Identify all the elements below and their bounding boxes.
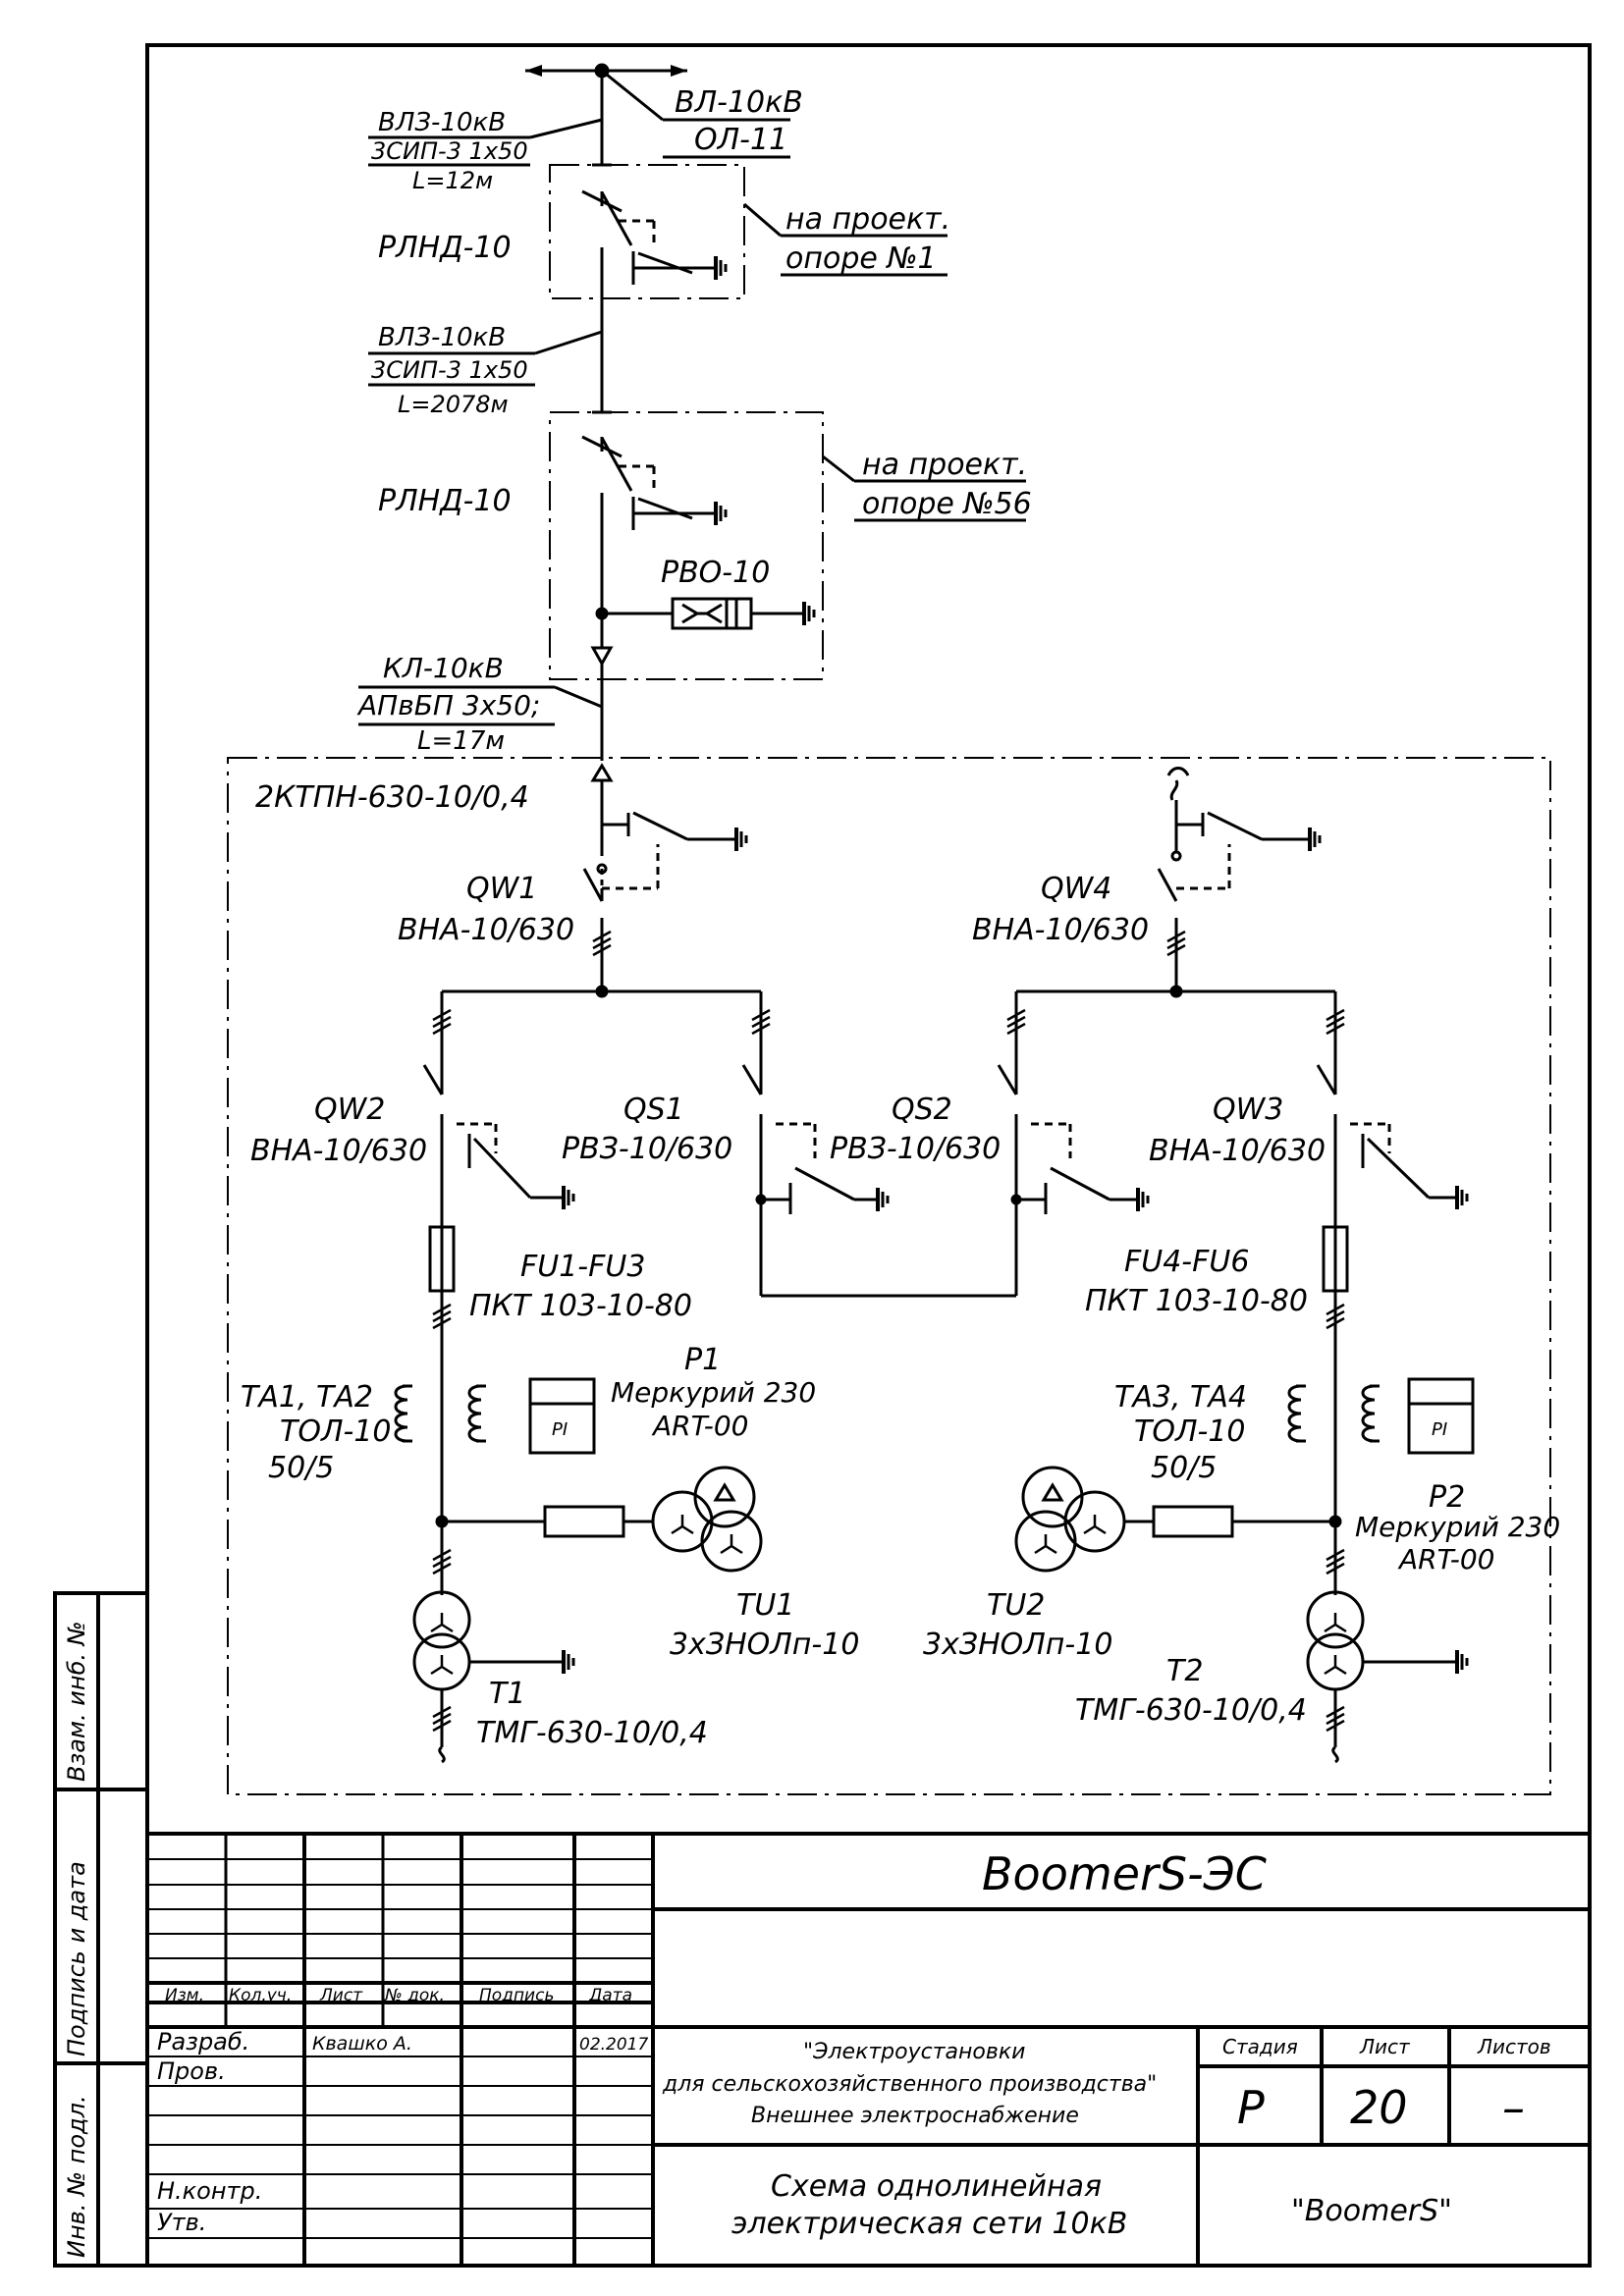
rlnd2-label: РЛНД-10	[378, 484, 512, 518]
p2-type: Меркурий 230	[1355, 1511, 1560, 1543]
note2-line1: на проект.	[862, 448, 1027, 482]
rlnd1-label: РЛНД-10	[378, 231, 512, 265]
qw4-designation: QW4	[1041, 872, 1111, 906]
tu1-type: 3хЗНОЛп-10	[670, 1628, 859, 1662]
t1-designation: T1	[489, 1677, 525, 1711]
ta1-type: ТОЛ-10	[280, 1415, 392, 1449]
qs1-designation: QS1	[623, 1093, 684, 1127]
ta1-ratio: 50/5	[268, 1451, 334, 1485]
side-label-signature: Подпись и дата	[63, 1861, 90, 2056]
qw1-type: ВНА-10/630	[398, 913, 574, 947]
qs2-type: РВЗ-10/630	[830, 1132, 1001, 1166]
note2-line2: опоре №56	[862, 487, 1032, 521]
line-main-type: ВЛ-10кВ	[675, 85, 803, 120]
sheets-value: –	[1502, 2081, 1525, 2134]
organization: "BoomerS"	[1291, 2194, 1452, 2228]
meter1-pi: PI	[552, 1419, 568, 1440]
side-label-inventory: Инв. № подл.	[63, 2095, 90, 2258]
tu2-type: 3хЗНОЛп-10	[923, 1628, 1112, 1662]
drawing-title-line2: электрическая сети 10кВ	[731, 2207, 1127, 2241]
t2-type: ТМГ-630-10/0,4	[1075, 1693, 1307, 1728]
line-main-name: ОЛ-11	[694, 123, 787, 157]
qs1-type: РВЗ-10/630	[562, 1132, 732, 1166]
p1-type: Меркурий 230	[611, 1376, 816, 1409]
qs2-designation: QS2	[892, 1093, 952, 1127]
p1-model: ART-00	[651, 1410, 748, 1442]
substation-boundary	[227, 757, 1551, 1795]
developer-date: 02.2017	[579, 2035, 648, 2055]
qw2-type: ВНА-10/630	[250, 1134, 427, 1168]
title-block	[147, 1832, 1590, 2266]
col-header-signature: Подпись	[479, 1986, 554, 2005]
cable-length: L=17м	[417, 726, 505, 756]
col-header-count: Кол.уч.	[229, 1986, 292, 2005]
stage-label: Стадия	[1222, 2035, 1298, 2058]
drawing-title-line1: Схема однолинейная	[771, 2169, 1102, 2204]
t2-designation: T2	[1166, 1654, 1203, 1688]
t1-type: ТМГ-630-10/0,4	[476, 1716, 708, 1750]
switchgear	[412, 767, 1475, 1764]
col-header-docnum: № док.	[384, 1986, 445, 2005]
qw4-type: ВНА-10/630	[972, 913, 1149, 947]
fu4-designation: FU4-FU6	[1124, 1245, 1249, 1279]
meter2-pi: PI	[1432, 1419, 1447, 1440]
p1-designation: P1	[684, 1343, 721, 1377]
ta3-ratio: 50/5	[1151, 1451, 1217, 1485]
ta1-designation: ТА1, ТА2	[241, 1380, 373, 1415]
project-line1: "Электроустановки	[803, 2040, 1025, 2064]
project-line2: для сельскохозяйственного производства"	[662, 2072, 1157, 2097]
qw1-designation: QW1	[466, 872, 537, 906]
note1-line1: на проект.	[785, 202, 950, 237]
col-header-sheet: Лист	[319, 1986, 363, 2005]
role-norm-control: Н.контр.	[157, 2177, 262, 2205]
col-header-change: Изм.	[165, 1986, 204, 2005]
col-header-date: Дата	[588, 1986, 632, 2005]
disconnector-rlnd1	[549, 164, 947, 332]
stage-value: Р	[1237, 2081, 1265, 2134]
tu1-designation: TU1	[736, 1588, 794, 1623]
role-developer: Разраб.	[157, 2028, 249, 2056]
line-top-length: L=12м	[412, 167, 493, 194]
line-top-type: ВЛЗ-10кВ	[378, 108, 506, 137]
line-mid-type: ВЛЗ-10кВ	[378, 323, 506, 352]
role-approved: Утв.	[157, 2209, 206, 2236]
role-checked: Пров.	[157, 2057, 226, 2085]
ta3-type: ТОЛ-10	[1134, 1415, 1246, 1449]
substation-name: 2КТПН-630-10/0,4	[255, 780, 529, 815]
qw3-designation: QW3	[1213, 1093, 1283, 1127]
sheets-label: Листов	[1477, 2035, 1551, 2058]
cable-type: КЛ-10кВ	[383, 652, 504, 684]
drawing-frame	[53, 43, 1592, 2268]
qw2-designation: QW2	[314, 1093, 385, 1127]
p2-designation: P2	[1429, 1480, 1465, 1515]
qw3-type: ВНА-10/630	[1149, 1134, 1326, 1168]
fu1-type: ПКТ 103-10-80	[469, 1289, 692, 1323]
sheet-value: 20	[1350, 2081, 1408, 2134]
project-line3: Внешнее электроснабжение	[751, 2104, 1079, 2128]
tu2-designation: TU2	[987, 1588, 1045, 1623]
ta3-designation: ТА3, ТА4	[1114, 1380, 1247, 1415]
sheet-label: Лист	[1359, 2035, 1411, 2058]
line-top-cable: 3СИП-3 1х50	[371, 137, 528, 165]
line-mid-length: L=2078м	[398, 391, 509, 418]
cable-line	[358, 677, 614, 856]
line-mid-cable: 3СИП-3 1х50	[371, 356, 528, 384]
fu4-type: ПКТ 103-10-80	[1085, 1284, 1308, 1318]
surge-arrester-label: РВО-10	[661, 556, 770, 590]
drawing-code: BoomerS-ЭС	[982, 1847, 1267, 1900]
fu1-designation: FU1-FU3	[520, 1250, 645, 1284]
p2-model: ART-00	[1397, 1543, 1494, 1575]
disconnector-rlnd2	[549, 411, 1026, 680]
cable-spec: АПвБП 3х50;	[356, 689, 540, 721]
side-label-replaced: Взам. инб. №	[63, 1621, 90, 1782]
developer-name: Квашко А.	[312, 2033, 412, 2055]
note1-line2: опоре №1	[785, 241, 937, 276]
